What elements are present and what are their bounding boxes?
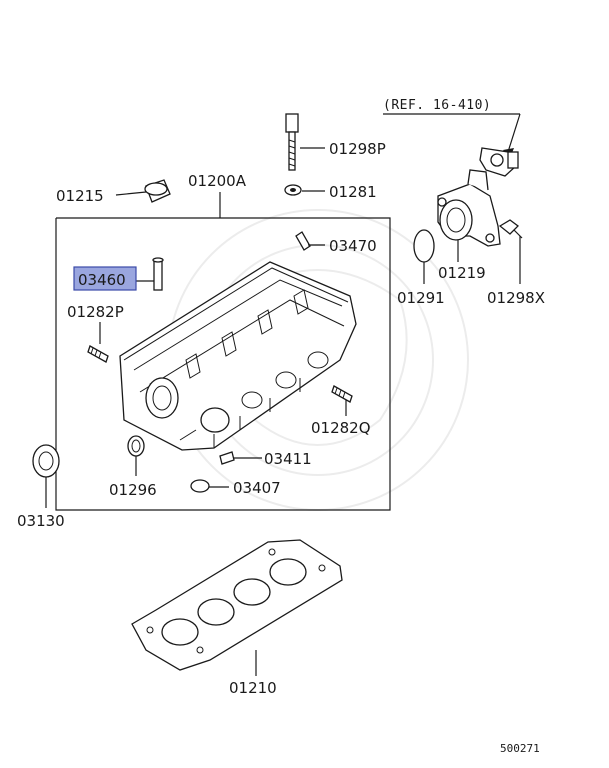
- diagram-code: 500271: [500, 742, 540, 755]
- label-01282q[interactable]: 01282Q: [311, 419, 371, 437]
- reference-callout: (REF. 16-410): [383, 98, 521, 158]
- label-03411[interactable]: 03411: [264, 450, 312, 468]
- valve-guide-icon: [152, 257, 164, 291]
- label-01219[interactable]: 01219: [438, 264, 486, 282]
- highlight-box: [73, 266, 137, 291]
- label-01281[interactable]: 01281: [329, 183, 377, 201]
- label-01298p[interactable]: 01298P: [329, 140, 386, 158]
- leader-lines: [45, 147, 521, 676]
- label-01291[interactable]: 01291: [397, 289, 445, 307]
- head-gasket-icon: [131, 539, 343, 671]
- kit-outline: [55, 192, 391, 511]
- label-03130[interactable]: 03130: [17, 512, 65, 530]
- label-01282p[interactable]: 01282P: [67, 303, 124, 321]
- o-ring-icon: [413, 229, 435, 263]
- dowel-pin-icon: [295, 231, 311, 251]
- label-01215[interactable]: 01215: [56, 187, 104, 205]
- reference-label: (REF. 16-410): [383, 98, 491, 113]
- washer-icon: [284, 184, 302, 196]
- bolt-icon: [498, 219, 523, 239]
- label-03470[interactable]: 03470: [329, 237, 377, 255]
- head-bolt-icon: [285, 113, 299, 171]
- label-03460[interactable]: 03460: [78, 271, 126, 289]
- label-01296[interactable]: 01296: [109, 481, 157, 499]
- stud-left-icon: [87, 345, 109, 363]
- plug-icon: [219, 451, 235, 465]
- oil-seal-icon: [32, 444, 60, 478]
- stud-right-icon: [331, 385, 353, 403]
- label-03407[interactable]: 03407: [233, 479, 281, 497]
- valve-seal-icon: [190, 479, 210, 493]
- cylinder-head-icon: [119, 261, 357, 451]
- thermostat-housing-icon: [437, 169, 501, 247]
- cam-sensor-icon: [479, 147, 519, 177]
- part-labels: 01200A 01215 01298P 01281 03470 03460 01…: [17, 140, 545, 697]
- expansion-plug-icon: [127, 435, 145, 457]
- cam-seal-icon: [144, 179, 171, 203]
- label-01200a[interactable]: 01200A: [188, 172, 247, 190]
- label-01298x[interactable]: 01298X: [487, 289, 545, 307]
- label-01210[interactable]: 01210: [229, 679, 277, 697]
